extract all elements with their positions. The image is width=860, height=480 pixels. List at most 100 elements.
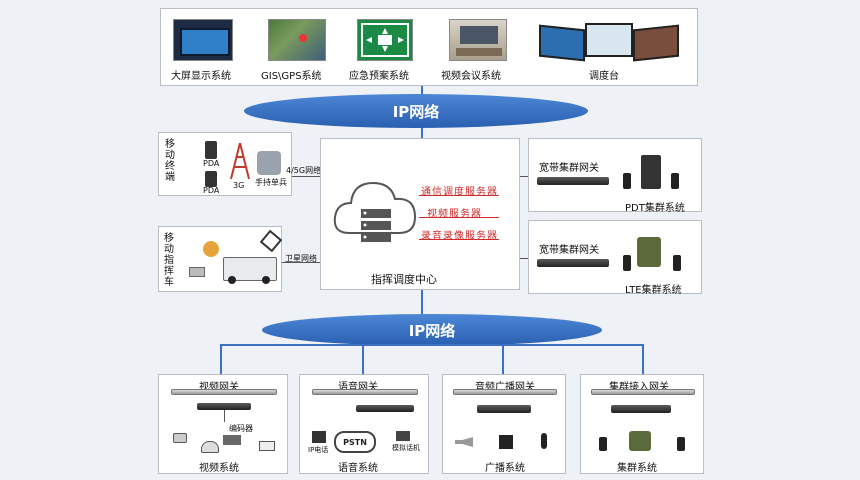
pda-label-2: PDA (203, 186, 220, 195)
bus-drop-1 (362, 344, 364, 374)
broadcast-gateway-device (477, 405, 531, 413)
video-system-label: 视频系统 (199, 463, 239, 474)
trunking-system-label: 集群系统 (617, 463, 657, 474)
encoder-label: 编码器 (229, 424, 253, 433)
pdt-system-label: PDT集群系统 (625, 203, 685, 214)
pdt-panel: 宽带集群网关 PDT集群系统 (528, 138, 702, 214)
trunking-gateway-device (611, 405, 671, 413)
connector-center-to-ip (421, 290, 423, 314)
mobile-terminal-link-label: 4/5G网络 (286, 166, 322, 175)
radio-icon (623, 255, 631, 271)
radio-icon (623, 173, 631, 189)
video-connector (224, 410, 225, 422)
command-center-title: 指挥调度中心 (371, 273, 437, 286)
ip-phone-icon (312, 431, 326, 443)
mobile-command-connector (282, 262, 320, 263)
amplifier-icon (499, 435, 513, 449)
pdt-connector (520, 176, 528, 177)
command-vehicle-icon (223, 257, 277, 284)
trunking-system-panel: 集群接入网关 集群系统 (580, 374, 704, 474)
top-system-label-2: 应急预案系统 (349, 71, 409, 82)
server-label-1: 视频服务器 (427, 209, 482, 220)
broadcast-system-label: 广播系统 (485, 463, 525, 474)
pdt-gateway-device (537, 177, 609, 185)
pda-label-1: PDA (203, 159, 220, 168)
pstn-cloud-icon: PSTN (334, 431, 376, 453)
lte-gateway-device (537, 259, 609, 267)
handset-label: 手持单兵 (255, 178, 287, 187)
tower-label: 3G (233, 181, 245, 190)
encoder-icon (223, 435, 241, 445)
lte-connector (520, 258, 528, 259)
lte-gateway-label: 宽带集群网关 (539, 245, 599, 256)
top-systems-panel: 大屏显示系统 GIS\GPS系统 应急预案系统 视频会议系统 调度台 (160, 8, 698, 86)
map-icon (268, 19, 326, 61)
bus-drop-0 (220, 344, 222, 374)
microphone-icon (541, 433, 547, 449)
trunking-gateway-label: 集群接入网关 (609, 382, 669, 393)
camera-icon (173, 433, 187, 443)
bottom-bus (220, 344, 644, 346)
mobile-command-panel: 移动指挥车 (158, 226, 283, 292)
server-label-0: 通信调度服务器 (421, 187, 498, 198)
server-leader-line (419, 195, 499, 196)
broadcast-gateway-label: 音频广播网关 (475, 382, 535, 393)
voice-gateway-device (356, 405, 414, 412)
server-leader-line (419, 217, 499, 218)
operator-icon (203, 241, 219, 257)
ip-network-bottom-label: IP网络 (408, 321, 456, 340)
pstn-label: PSTN (343, 437, 367, 447)
trunking-base-station-icon (629, 431, 651, 451)
bus-drop-3 (642, 344, 644, 374)
handset-icon (257, 151, 281, 175)
bus-drop-2 (502, 344, 504, 374)
satellite-icon (259, 229, 283, 253)
camera-icon (189, 267, 205, 277)
radio-icon (599, 437, 607, 451)
mobile-command-link-label: 卫星网络 (285, 254, 317, 263)
server-leader-line (419, 239, 499, 240)
analog-phone-label: 模拟话机 (392, 444, 420, 452)
mobile-command-title: 移动指挥车 (164, 233, 174, 288)
mobile-terminal-panel: 移动终端 PDA PDA 3G 手持单兵 (158, 132, 292, 196)
radio-icon (673, 255, 681, 271)
lte-panel: 宽带集群网关 LTE集群系统 (528, 220, 702, 296)
speaker-icon (455, 437, 473, 447)
emergency-plan-icon (357, 19, 413, 61)
video-gateway-label: 视频网关 (199, 382, 239, 393)
base-station-icon (641, 155, 661, 189)
radio-icon (677, 437, 685, 451)
video-conference-icon (449, 19, 507, 61)
gateway-bar (591, 389, 695, 395)
display-wall-icon (173, 19, 233, 61)
pda-icon (205, 171, 217, 187)
pda-icon (205, 141, 217, 159)
top-system-label-1: GIS\GPS系统 (261, 71, 322, 82)
lte-system-label: LTE集群系统 (625, 285, 682, 296)
top-system-label-0: 大屏显示系统 (171, 71, 231, 82)
gateway-bar (453, 389, 557, 395)
connector-ip-to-center (421, 128, 423, 138)
dispatch-console-icon (539, 21, 679, 62)
cloud-server-icon (333, 181, 417, 242)
mobile-terminal-connector (292, 176, 320, 177)
analog-phone-icon (396, 431, 410, 441)
ip-network-bottom: IP网络 (262, 314, 602, 346)
pdt-gateway-label: 宽带集群网关 (539, 163, 599, 174)
top-system-label-4: 调度台 (589, 71, 619, 82)
gateway-bar (312, 389, 418, 395)
tower-icon (230, 143, 250, 179)
ip-phone-label: IP电话 (308, 446, 329, 454)
broadcast-system-panel: 音频广播网关 广播系统 (442, 374, 566, 474)
command-center-panel: 通信调度服务器 视频服务器 录音录像服务器 指挥调度中心 (320, 138, 520, 290)
ip-network-top: IP网络 (244, 94, 588, 128)
mobile-terminal-title: 移动终端 (165, 139, 175, 183)
voice-system-label: 语音系统 (338, 463, 378, 474)
lte-base-station-icon (637, 237, 661, 267)
dome-camera-icon (201, 441, 219, 453)
voice-system-panel: 语音网关 PSTN IP电话 模拟话机 语音系统 (299, 374, 429, 474)
top-system-label-3: 视频会议系统 (441, 71, 501, 82)
camera-icon (259, 441, 275, 451)
ip-network-top-label: IP网络 (392, 102, 440, 121)
gateway-bar (171, 389, 277, 395)
